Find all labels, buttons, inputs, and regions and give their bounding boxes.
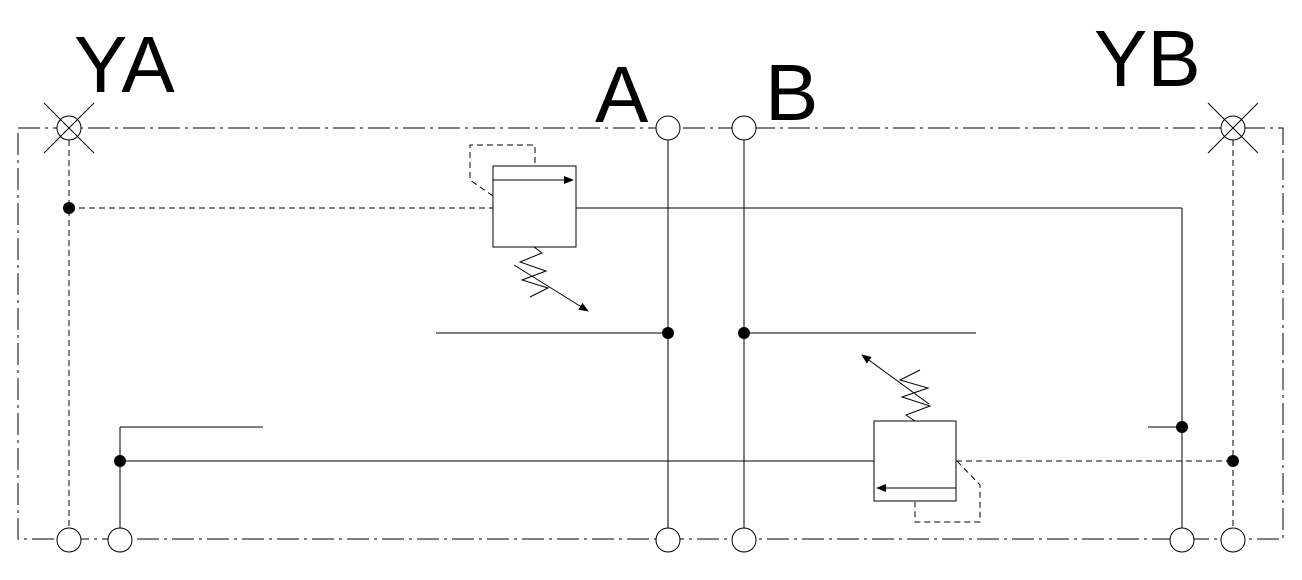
port-label-ya: YA	[74, 20, 175, 109]
boundary-enclosure	[17, 127, 1284, 540]
port-bottom-5	[1169, 527, 1195, 553]
port-label-a: A	[595, 50, 649, 139]
port-b-bottom	[731, 527, 757, 553]
port-ya-bottom	[56, 527, 82, 553]
relief-valve-lower	[861, 354, 957, 502]
port-b-top	[731, 115, 757, 141]
main-lines	[119, 140, 1183, 528]
port-a-top	[655, 115, 681, 141]
port-label-b: B	[765, 48, 818, 137]
port-a-bottom	[655, 527, 681, 553]
relief-valve-upper	[492, 165, 589, 312]
port-circles	[56, 115, 1246, 553]
junction-dots	[63, 202, 1239, 467]
port-bottom-2	[107, 527, 133, 553]
port-yb-bottom	[1220, 527, 1246, 553]
port-label-yb: YB	[1094, 14, 1201, 103]
plugged-port-ya	[43, 102, 95, 154]
pilot-lines	[68, 140, 1234, 528]
